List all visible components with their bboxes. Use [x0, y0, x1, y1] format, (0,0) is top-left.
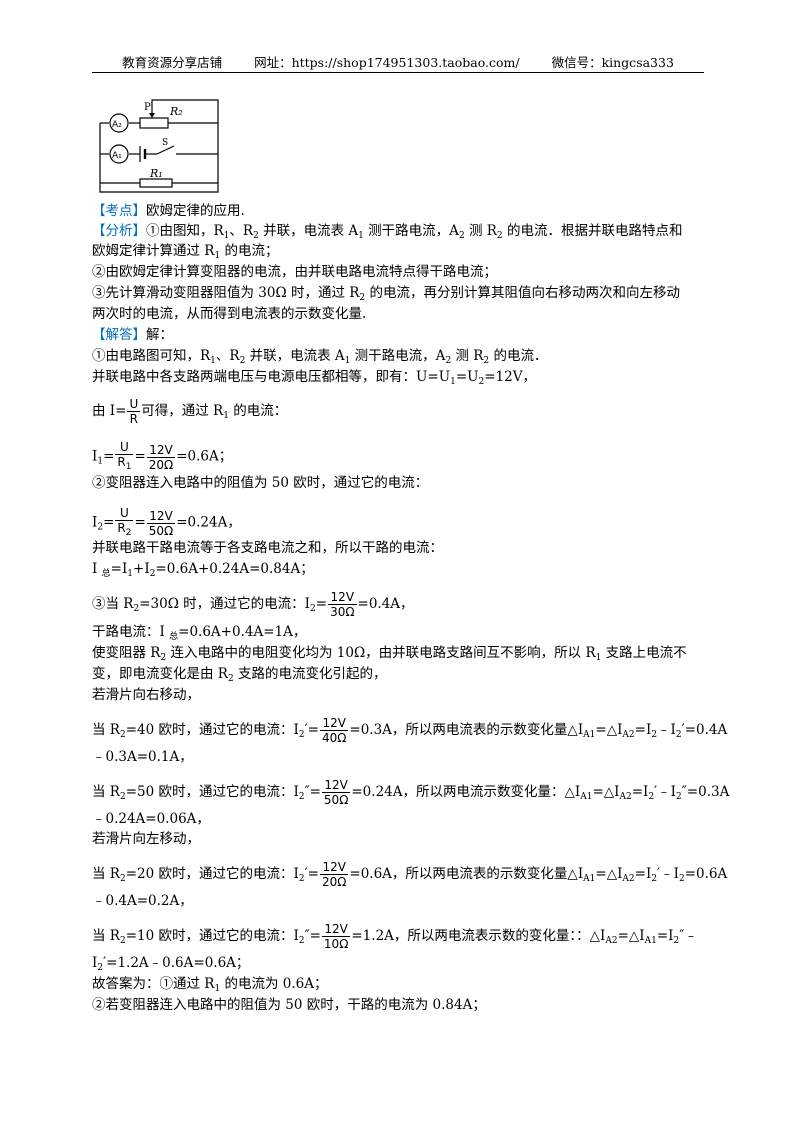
jieda-17: ﹣0.24A=0.06A， — [92, 811, 210, 827]
header-divider — [92, 72, 704, 73]
jieda-12: 变，即电流变化是由 R2 支路的电流变化引起的， — [92, 666, 387, 684]
label-r1: R₁ — [149, 167, 163, 180]
label-p: P — [144, 102, 151, 113]
jieda-20: ﹣0.4A=0.2A， — [92, 893, 193, 909]
label-a1: A₁ — [112, 151, 122, 161]
jieda-11: 使变阻器 R2 连入电路中的电阻变化均为 10Ω，由并联电路支路间互不影响，所以… — [92, 645, 687, 663]
jieda-24: ②若变阻器连入电路中的阻值为 50 欧时，干路的电流为 0.84A； — [92, 997, 486, 1013]
circuit-diagram: A₂ A₁ P R₂ S R₁ — [99, 99, 219, 193]
shop-name: 教育资源分享店铺 — [122, 55, 223, 70]
jieda-1: ①由电路图可知，R1、R2 并联，电流表 A1 测干路电流，A2 测 R2 的电… — [92, 348, 548, 366]
jieda-10: 干路电流：I 总=0.6A+0.4A=1A， — [92, 624, 307, 642]
jieda-2: 并联电路中各支路两端电压与电源电压都相等，即有：U=U1=U2=12V， — [92, 369, 536, 387]
fenxi-5: 两次时的电流，从而得到电流表的示数变化量. — [92, 306, 367, 322]
label-s: S — [162, 138, 168, 148]
jieda-7: 并联电路干路电流等于各支路电流之和，所以干路的电流： — [92, 540, 443, 556]
jieda-15: ﹣0.3A=0.1A， — [92, 749, 193, 765]
page-header: 教育资源分享店铺 网址：https://shop174951303.taobao… — [92, 52, 704, 71]
jieda-title: 【解答】解： — [92, 327, 173, 343]
fenxi-4: ③先计算滑动变阻器阻值为 30Ω 时，通过 R2 的电流，再分别计算其阻值向右移… — [92, 285, 680, 303]
kaodian: 【考点】欧姆定律的应用. — [92, 203, 245, 219]
jieda-23: 故答案为：①通过 R1 的电流为 0.6A； — [92, 976, 328, 994]
ammeter-a2-icon — [109, 113, 129, 133]
wechat-id: 微信号：kingcsa333 — [551, 55, 674, 70]
jieda-8: I 总=I1+I2=0.6A+0.24A=0.84A； — [92, 561, 314, 579]
ammeter-a1-icon — [109, 144, 129, 164]
jieda-13: 若滑片向右移动， — [92, 687, 200, 703]
label-a2: A₂ — [112, 120, 122, 130]
shop-url: 网址：https://shop174951303.taobao.com/ — [254, 55, 520, 70]
fenxi-3: ②由欧姆定律计算变阻器的电流，由并联电路电流特点得干路电流； — [92, 264, 497, 280]
jieda-18: 若滑片向左移动， — [92, 831, 200, 847]
label-r2: R₂ — [169, 105, 183, 118]
fenxi-1: 【分析】①由图知，R1、R2 并联，电流表 A1 测干路电流，A2 测 R2 的… — [92, 223, 683, 241]
jieda-5: ②变阻器连入电路中的阻值为 50 欧时，通过它的电流： — [92, 475, 429, 491]
jieda-22: I2′=1.2A﹣0.6A=0.6A； — [92, 955, 250, 973]
fenxi-2: 欧姆定律计算通过 R1 的电流； — [92, 243, 279, 261]
